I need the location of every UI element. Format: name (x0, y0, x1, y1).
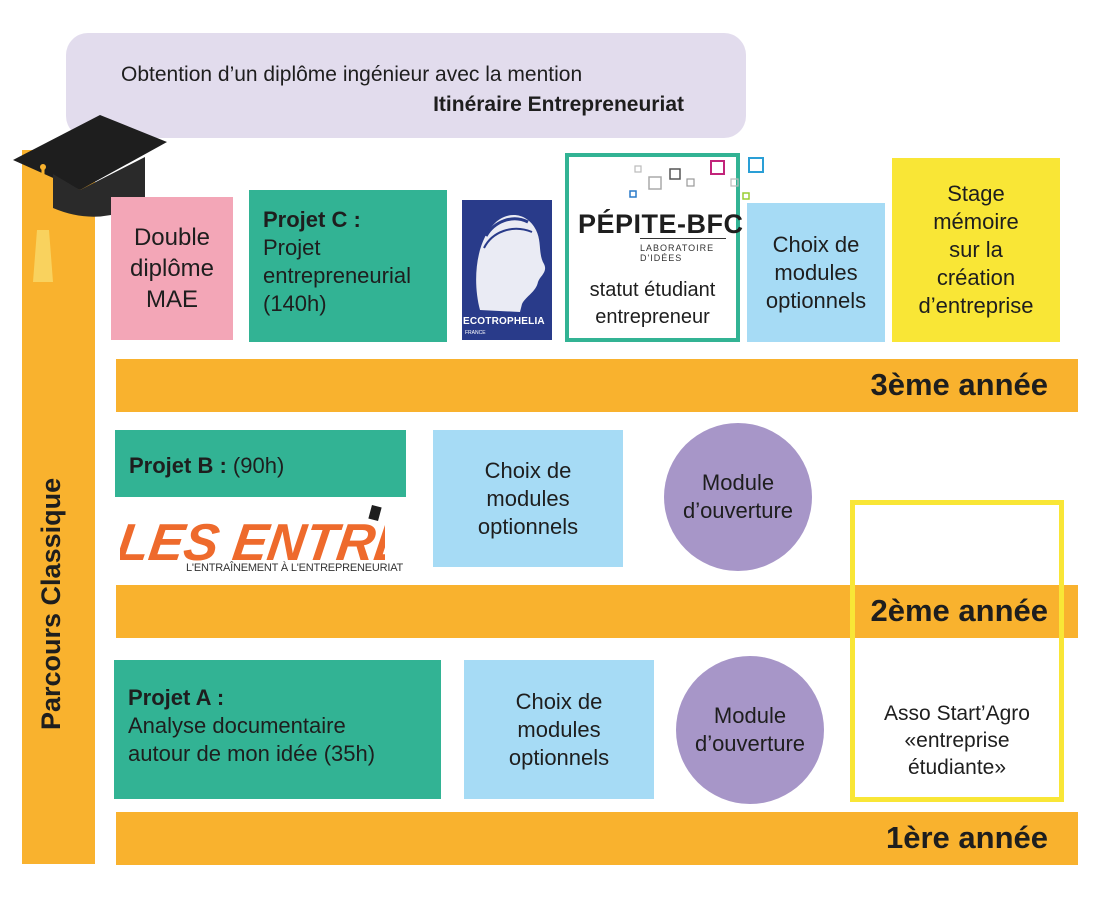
goal-line-1: Obtention d’un diplôme ingénieur avec la… (121, 63, 583, 86)
projet-c-box: Projet C : Projet entrepreneurial (140h) (249, 190, 447, 342)
pepite-lab: LABORATOIRE D'IDÉES (640, 243, 714, 263)
year-label-1: 1ère année (886, 820, 1048, 855)
year-label-2: 2ème année (870, 593, 1049, 628)
ecotrophelia-logo (462, 200, 552, 340)
year-band-3: 3ème année (116, 359, 1078, 412)
double-diplome-box: Double diplôme MAE (111, 197, 233, 340)
ecotrophelia-country: FRANCE (465, 330, 486, 336)
asso-line: Asso Start’Agro (884, 701, 1030, 725)
asso-start-agro-frame (850, 500, 1064, 802)
stage-line: mémoire (933, 209, 1019, 234)
projet-b-hours: (90h) (232, 453, 285, 478)
pepite-status-line: entrepreneur (595, 306, 710, 328)
asso-line: étudiante» (907, 755, 1007, 779)
choix-line: Choix de (484, 457, 572, 483)
stage-line: d’entreprise (918, 293, 1034, 318)
pepite-lab-line: LABORATOIRE (640, 243, 715, 253)
choix-line: optionnels (477, 513, 579, 539)
stage-memoire-box: Stage mémoire sur la création d’entrepri… (892, 158, 1060, 342)
choix-line: modules (774, 259, 858, 285)
pepite-box (565, 153, 740, 342)
choix-line: optionnels (508, 744, 610, 770)
projet-c-line: entrepreneurial (263, 263, 411, 288)
stage-line: Stage (947, 181, 1005, 206)
choix-line: Choix de (772, 231, 860, 257)
parcours-label: Parcours Classique (36, 477, 66, 730)
module-line: d’ouverture (682, 498, 794, 523)
double-diplome-line: Double (133, 224, 211, 251)
year-band-1: 1ère année (116, 812, 1078, 865)
projet-a-box: Projet A : Analyse documentaire autour d… (114, 660, 441, 799)
ecotrophelia-head-icon (476, 215, 546, 312)
les-entrep-tagline: L'ENTRAÎNEMENT À L'ENTREPRENEURIAT (186, 562, 404, 574)
ecotrophelia-name: ECOTROPHELIA (463, 316, 545, 327)
stage-line: création (936, 265, 1016, 290)
choix-line: Choix de (515, 688, 603, 714)
double-diplome-line: MAE (145, 286, 198, 313)
choix-modules-3-box: Choix de modules optionnels (747, 203, 885, 342)
module-ouverture-1: Module d’ouverture (676, 656, 824, 804)
projet-b-title: Projet B : (129, 453, 227, 478)
module-ouverture-2: Module d’ouverture (664, 423, 812, 571)
projet-a-title: Projet A : (128, 685, 225, 710)
choix-modules-1-box: Choix de modules optionnels (464, 660, 654, 799)
choix-line: modules (517, 716, 601, 742)
projet-c-title: Projet C : (263, 207, 361, 232)
pepite-name: PÉPITE-BFC (578, 209, 744, 239)
projet-b-box: Projet B : (90h) (115, 430, 406, 497)
module-line: Module (713, 703, 787, 728)
pepite-divider (640, 238, 726, 239)
projet-c-line: Projet (263, 235, 321, 260)
pepite-lab-line: D'IDÉES (640, 253, 683, 263)
les-entrep-name: LES ENTREP (120, 514, 385, 572)
year-band-2: 2ème année (116, 585, 1078, 638)
asso-start-agro-text: Asso Start’Agro «entreprise étudiante» (855, 690, 1059, 790)
les-entrep-logo: LES ENTREP (120, 504, 385, 572)
projet-a-line: autour de mon idée (35h) (128, 741, 376, 766)
module-line: d’ouverture (694, 731, 806, 756)
pepite-status: statut étudiant entrepreneur (569, 277, 736, 331)
asso-line: «entreprise (904, 728, 1010, 752)
choix-line: modules (486, 485, 570, 511)
projet-a-line: Analyse documentaire (128, 713, 346, 738)
module-line: Module (701, 470, 775, 495)
choix-line: optionnels (765, 287, 867, 313)
projet-c-line: (140h) (263, 291, 327, 316)
goal-banner: Obtention d’un diplôme ingénieur avec la… (66, 33, 746, 138)
stage-line: sur la (949, 237, 1003, 262)
year-label-3: 3ème année (870, 367, 1049, 402)
double-diplome-line: diplôme (129, 255, 215, 282)
goal-line-2: Itinéraire Entrepreneuriat (433, 93, 684, 116)
pepite-status-line: statut étudiant (589, 279, 716, 301)
choix-modules-2-box: Choix de modules optionnels (433, 430, 623, 567)
